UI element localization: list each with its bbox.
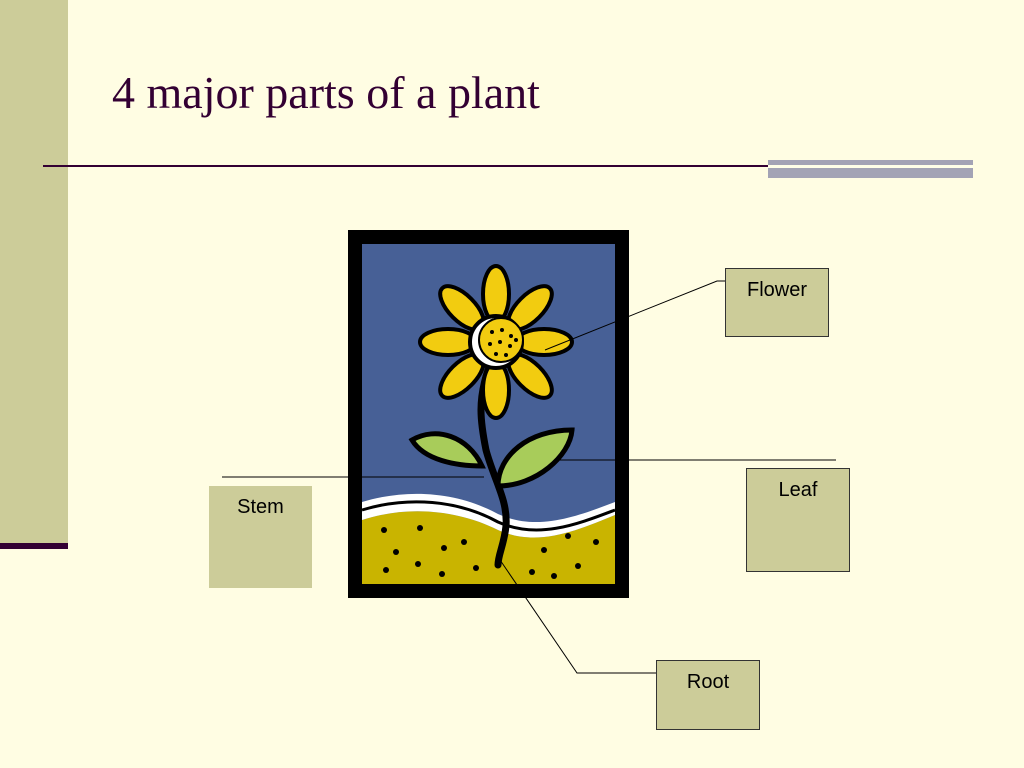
left-accent-bar-underline <box>0 543 68 549</box>
title-divider-accent <box>768 160 973 178</box>
leaves <box>408 427 575 489</box>
left-accent-bar <box>0 0 68 546</box>
sunflower-illustration <box>348 230 629 598</box>
slide-title: 4 major parts of a plant <box>112 67 540 118</box>
leaf-label: Leaf <box>746 468 850 572</box>
flower-label: Flower <box>725 268 829 337</box>
root-label: Root <box>656 660 760 730</box>
petals <box>418 264 574 420</box>
title-divider <box>43 165 943 167</box>
stem-label: Stem <box>209 486 312 588</box>
